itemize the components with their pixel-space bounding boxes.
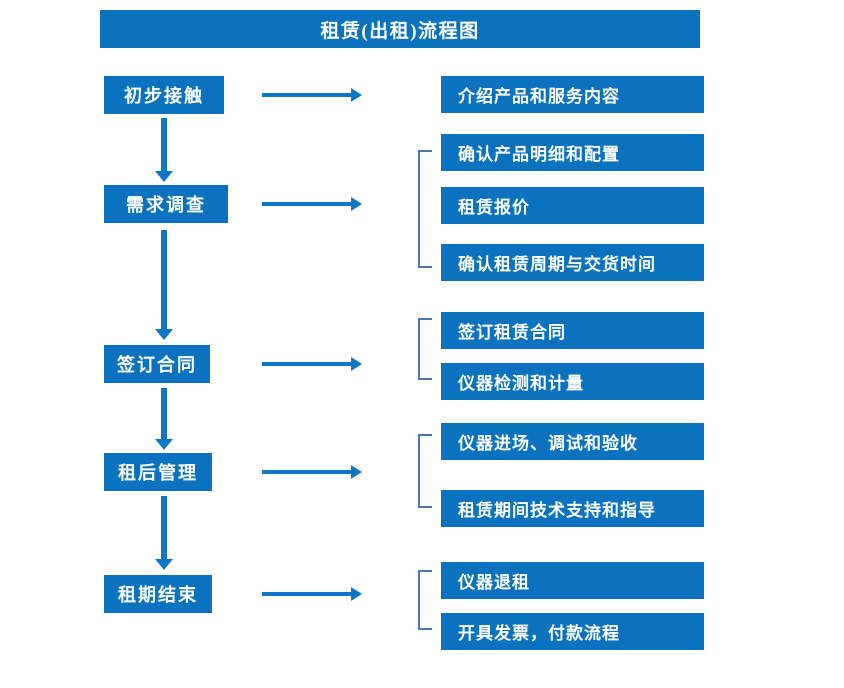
group-bracket-5	[418, 570, 432, 630]
detail-box-5-2[interactable]: 开具发票，付款流程	[441, 613, 704, 650]
detail-box-1-1[interactable]: 介绍产品和服务内容	[441, 76, 704, 113]
stage-box-3[interactable]: 签订合同	[104, 345, 210, 383]
detail-box-5-1[interactable]: 仪器退租	[441, 562, 704, 599]
group-bracket-3	[418, 318, 432, 380]
arrow-right-stage5	[262, 587, 362, 601]
arrow-right-stage1	[262, 88, 362, 102]
group-bracket-4	[418, 434, 432, 508]
detail-box-4-2[interactable]: 租赁期间技术支持和指导	[441, 490, 704, 527]
detail-box-3-1[interactable]: 签订租赁合同	[441, 312, 704, 349]
stage-box-5[interactable]: 租期结束	[104, 575, 212, 613]
flowchart-title: 租赁(出租)流程图	[100, 10, 700, 48]
arrow-right-stage2	[262, 197, 362, 211]
detail-box-4-1[interactable]: 仪器进场、调试和验收	[441, 423, 704, 460]
arrow-down-stage1-stage2	[155, 118, 173, 182]
detail-box-2-2[interactable]: 租赁报价	[441, 187, 704, 224]
stage-box-1[interactable]: 初步接触	[104, 76, 224, 114]
stage-box-2[interactable]: 需求调查	[104, 185, 228, 223]
arrow-down-stage2-stage3	[155, 230, 173, 340]
arrow-right-stage3	[262, 357, 362, 371]
arrow-down-stage4-stage5	[155, 496, 173, 570]
detail-box-2-3[interactable]: 确认租赁周期与交货时间	[441, 244, 704, 281]
arrow-right-stage4	[262, 465, 362, 479]
arrow-down-stage3-stage4	[155, 388, 173, 450]
group-bracket-2	[418, 150, 432, 268]
detail-box-3-2[interactable]: 仪器检测和计量	[441, 363, 704, 400]
detail-box-2-1[interactable]: 确认产品明细和配置	[441, 134, 704, 171]
stage-box-4[interactable]: 租后管理	[104, 453, 212, 491]
